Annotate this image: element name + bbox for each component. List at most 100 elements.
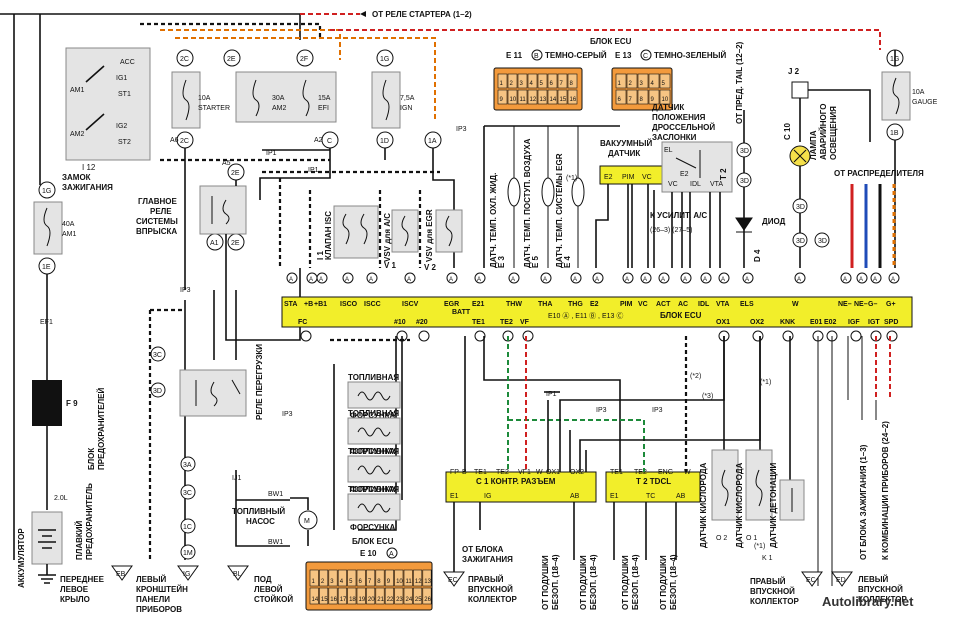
svg-text:3D: 3D bbox=[818, 238, 827, 245]
connector-cell-number: 13 bbox=[540, 97, 547, 103]
check-connector bbox=[445, 471, 597, 503]
svg-text:ГЛАВНОЕ: ГЛАВНОЕ bbox=[138, 197, 178, 206]
conn-ip1-c: IP1 bbox=[546, 391, 557, 398]
svg-text:BL: BL bbox=[233, 571, 242, 578]
injector-coil bbox=[357, 465, 391, 475]
connector-cell bbox=[384, 569, 394, 587]
ecu-pin-e2 bbox=[592, 272, 604, 284]
ecu-pin-ox2 bbox=[752, 330, 764, 342]
circle-b bbox=[531, 49, 543, 61]
battery-feed bbox=[13, 14, 41, 560]
connector-cell bbox=[547, 73, 558, 89]
svg-text:VC: VC bbox=[642, 174, 652, 181]
ecu-pin-marker: A bbox=[289, 277, 293, 283]
label-ecu-connectors: E10 Ⓐ , E11 Ⓑ , E13 Ⓒ bbox=[548, 312, 623, 320]
fuse-am1 bbox=[33, 201, 63, 255]
ecu-pin-marker: A bbox=[477, 277, 481, 283]
ecu-pin-marker: A bbox=[625, 277, 629, 283]
svg-text:M: M bbox=[304, 518, 310, 525]
connector-cell bbox=[356, 587, 366, 605]
injector-coil bbox=[357, 427, 391, 437]
ecu-pin-label-idl: IDL bbox=[698, 301, 710, 308]
svg-text:10A: 10A bbox=[912, 89, 925, 96]
ecu-bar bbox=[281, 296, 913, 328]
ecu-pin-label-ne: NE– bbox=[838, 301, 852, 308]
svg-text:(*2): (*2) bbox=[690, 373, 701, 380]
connector-cell-number: 5 bbox=[349, 579, 353, 585]
label-f9: F 9 bbox=[66, 399, 78, 408]
ecu-pin-vta bbox=[718, 272, 730, 284]
svg-text:1G: 1G bbox=[380, 56, 389, 63]
ground-battery bbox=[38, 564, 56, 584]
svg-text:СТОЙКОЙ: СТОЙКОЙ bbox=[254, 595, 293, 604]
ecu-pin-label-batt: BATT bbox=[452, 309, 471, 316]
svg-text:3C: 3C bbox=[183, 490, 192, 497]
conn-ip3-b: IP3 bbox=[180, 287, 191, 294]
ecu-pin-vc bbox=[640, 272, 652, 284]
svg-text:B: B bbox=[534, 53, 539, 60]
svg-text:ЗАСЛОНКИ: ЗАСЛОНКИ bbox=[652, 133, 697, 142]
ecu-pin-marker: A bbox=[319, 277, 323, 283]
ecu-pin-pim bbox=[622, 272, 634, 284]
svg-text:E 10: E 10 bbox=[360, 549, 377, 558]
label-e13-color: ТЕМНО-ЗЕЛЕНЫЙ bbox=[654, 51, 726, 60]
svg-text:I 1: I 1 bbox=[316, 251, 325, 260]
svg-text:ENG: ENG bbox=[658, 469, 673, 476]
connector-cell bbox=[422, 569, 432, 587]
connector-cell-number: 11 bbox=[520, 97, 527, 103]
connector-cell-number: 12 bbox=[415, 579, 422, 585]
svg-text:(*3): (*3) bbox=[702, 393, 713, 400]
label-ecu-block-top: БЛОК ECU bbox=[590, 37, 632, 46]
ecu-pin-marker: A bbox=[843, 277, 847, 283]
ecu-pin-label-sta: STA bbox=[284, 301, 297, 308]
svg-text:КОЛЛЕКТОР: КОЛЛЕКТОР bbox=[858, 595, 907, 604]
ecu-pin-marker: A bbox=[745, 277, 749, 283]
label-airbag: ОТ ПОДУШКИ bbox=[621, 555, 630, 610]
svg-text:КОЛЛЕКТОР: КОЛЛЕКТОР bbox=[468, 595, 517, 604]
ecu-top-pins: ASTAA+BA+B1AISCOAISCCAISCVAEGRAE21ATHWAT… bbox=[284, 272, 900, 316]
ecu-pin-marker: A bbox=[643, 277, 647, 283]
svg-text:O 2: O 2 bbox=[716, 535, 727, 542]
connector-cell-number: 19 bbox=[359, 597, 366, 603]
label-e13: E 13 bbox=[615, 51, 632, 60]
connector-cell-number: 18 bbox=[349, 597, 356, 603]
ecu-pin-label-els: ELS bbox=[740, 301, 754, 308]
connector-cell bbox=[413, 569, 423, 587]
ecu-pin-label-te2: TE2 bbox=[500, 319, 513, 326]
svg-text:EL: EL bbox=[664, 147, 673, 154]
ecu-pin-marker: A bbox=[407, 277, 411, 283]
connector-cell bbox=[347, 569, 357, 587]
arrow-starter-relay bbox=[360, 11, 366, 17]
ecu-pin-w bbox=[794, 272, 806, 284]
connector-cell bbox=[659, 73, 671, 89]
svg-text:VTA: VTA bbox=[710, 181, 723, 188]
connector-cell-number: 17 bbox=[340, 597, 347, 603]
connector-cell-number: 12 bbox=[530, 97, 537, 103]
wire-top-red bbox=[330, 29, 881, 50]
ecu-pin-label-ne2: NE– bbox=[854, 301, 868, 308]
svg-text:ПРЕДОХРАНИТЕЛЬ: ПРЕДОХРАНИТЕЛЬ bbox=[85, 483, 94, 560]
svg-text:3D: 3D bbox=[796, 238, 805, 245]
ecu-pin-idl bbox=[700, 272, 712, 284]
svg-text:ЗАЖИГАНИЯ: ЗАЖИГАНИЯ bbox=[462, 555, 513, 564]
svg-text:AB: AB bbox=[676, 493, 686, 500]
injector-coil bbox=[357, 503, 391, 513]
svg-text:КОЛЛЕКТОР: КОЛЛЕКТОР bbox=[750, 597, 799, 606]
ecu-pin-label-act: ACT bbox=[656, 301, 671, 308]
svg-text:ОТ БЛОКА: ОТ БЛОКА bbox=[462, 545, 504, 554]
svg-text:T 2: T 2 bbox=[719, 168, 728, 180]
svg-text:EC: EC bbox=[448, 577, 458, 584]
connector-cell-number: 2 bbox=[510, 81, 514, 87]
svg-text:ВПУСКНОЙ: ВПУСКНОЙ bbox=[750, 587, 795, 596]
connector-cell-number: 7 bbox=[368, 579, 372, 585]
connector-cell bbox=[337, 569, 347, 587]
svg-text:(*1): (*1) bbox=[754, 543, 765, 550]
connector-cell bbox=[547, 89, 558, 105]
connector-cell-number: 10 bbox=[662, 97, 669, 103]
label-from-tail: ОТ ПРЕД. TAIL (12–2) bbox=[735, 41, 744, 124]
conn-ip1-b: IP1 bbox=[308, 167, 319, 174]
connector-cell bbox=[517, 89, 528, 105]
svg-text:FP: FP bbox=[450, 469, 459, 476]
